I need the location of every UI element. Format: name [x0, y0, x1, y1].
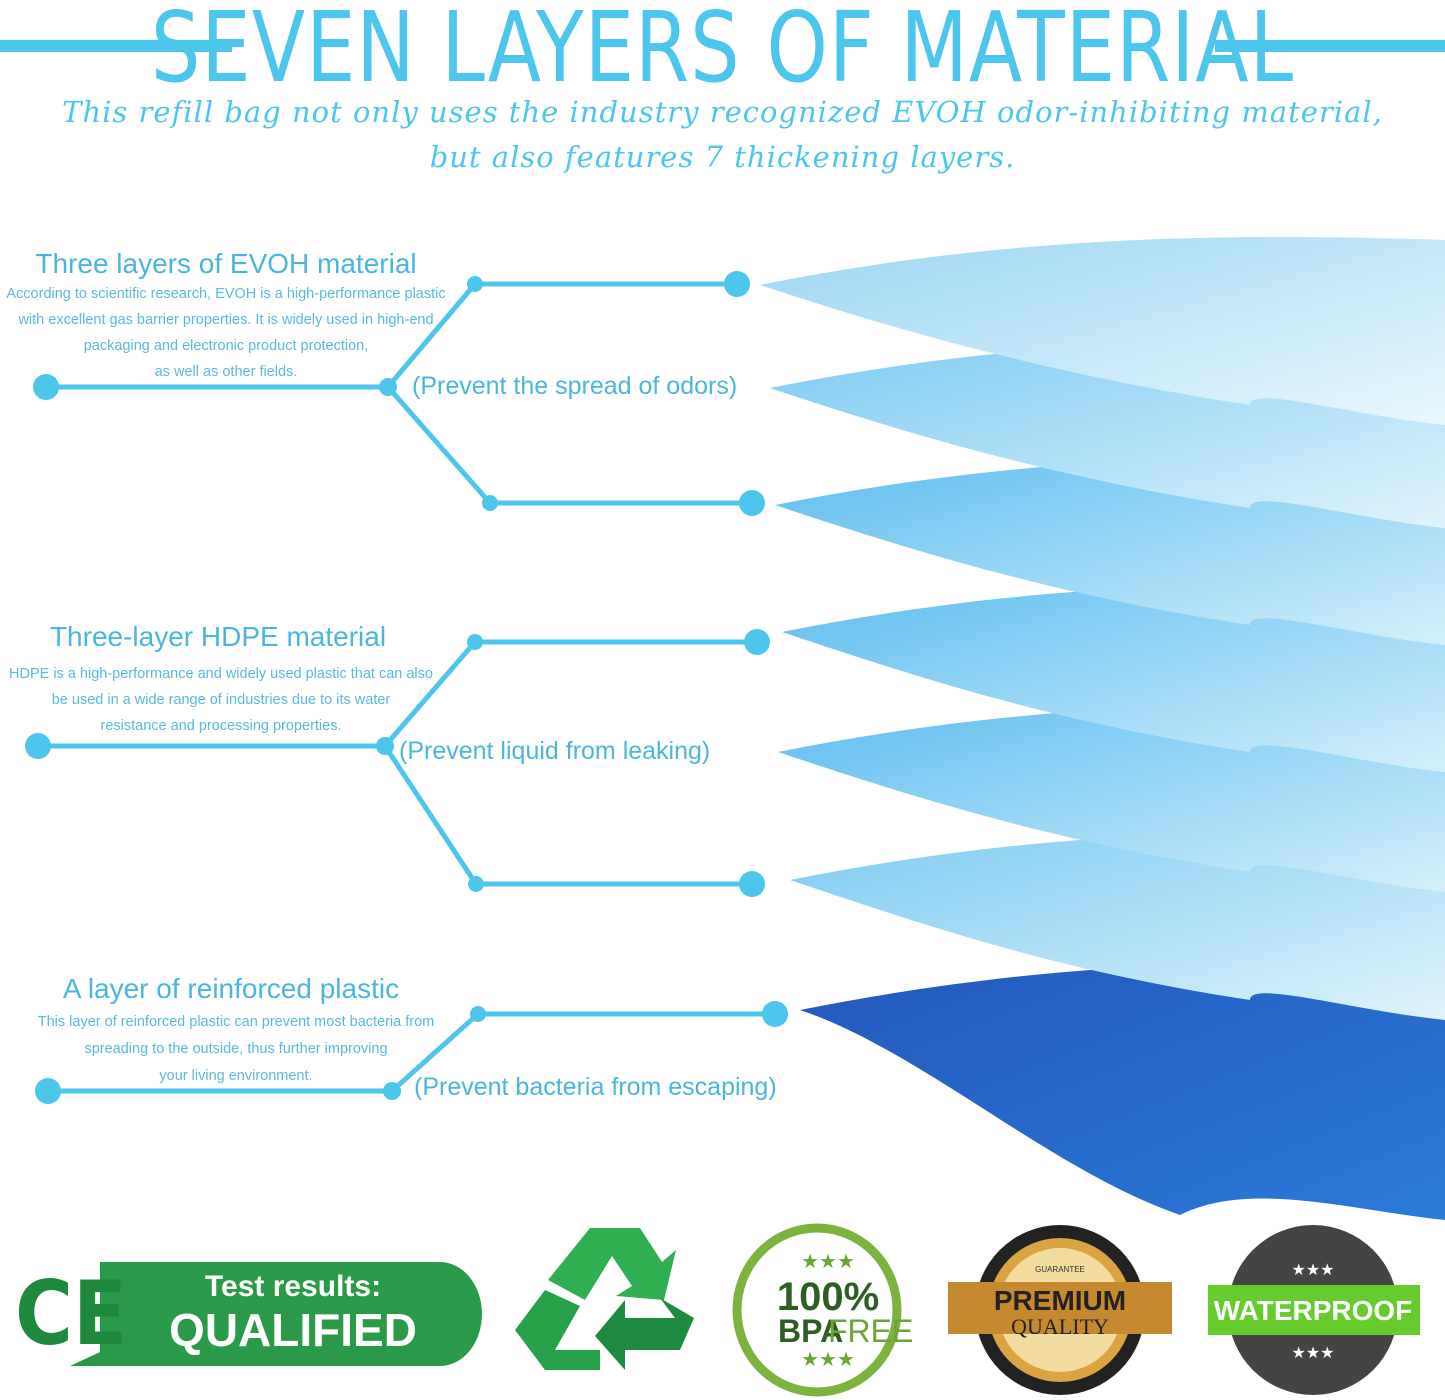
connector-dot [482, 495, 498, 511]
body-line: your living environment. [159, 1068, 313, 1084]
section-heading: Three-layer HDPE material [49, 621, 387, 652]
body-line: be used in a wide range of industries du… [51, 692, 391, 708]
material-layer [790, 832, 1445, 1020]
material-layer [760, 237, 1445, 425]
body-line: packaging and electronic product protect… [83, 338, 369, 354]
connector-dot [468, 876, 484, 892]
section-body: HDPE is a high-performance and widely us… [0, 661, 442, 739]
title-rule-right [1215, 40, 1445, 52]
benefit-label: (Prevent the spread of odors) [412, 372, 738, 400]
body-line: This layer of reinforced plastic can pre… [37, 1014, 435, 1030]
section-heading: A layer of reinforced plastic [62, 973, 400, 1004]
material-layer [775, 457, 1445, 645]
section-heading: Three layers of EVOH material [35, 248, 417, 279]
benefit-label: (Prevent bacteria from escaping) [414, 1073, 777, 1101]
body-line: spreading to the outside, thus further i… [84, 1041, 388, 1057]
connector-line [390, 1012, 480, 1093]
connector-dot [724, 271, 750, 297]
page-title: SEVEN LAYERS OF MATERIAL [150, 0, 1295, 105]
subtitle-line-2: but also features 7 thickening layers. [429, 140, 1016, 174]
connector-dot [33, 374, 59, 400]
section-body: According to scientific research, EVOH i… [0, 281, 452, 385]
subtitle-line-1: This refill bag not only uses the indust… [62, 95, 1383, 129]
benefit-label: (Prevent liquid from leaking) [399, 737, 711, 765]
connector-dot [25, 733, 51, 759]
title-rule-left [0, 40, 232, 52]
body-line: as well as other fields. [154, 364, 298, 380]
connector-line [386, 282, 477, 389]
section-body: This layer of reinforced plastic can pre… [0, 1009, 472, 1090]
material-layer [782, 584, 1445, 772]
connector-dot [467, 276, 483, 292]
material-layer [800, 962, 1445, 1220]
material-layer [778, 704, 1445, 892]
body-line: HDPE is a high-performance and widely us… [9, 666, 433, 682]
connector-line [386, 385, 492, 505]
body-line: According to scientific research, EVOH i… [6, 286, 446, 302]
connector-line [383, 640, 477, 748]
body-line: with excellent gas barrier properties. I… [18, 312, 434, 328]
connector-dot [744, 629, 770, 655]
connector-dot [762, 1001, 788, 1027]
connector-dot [739, 490, 765, 516]
body-line: resistance and processing properties. [100, 718, 342, 734]
connector-dot [739, 871, 765, 897]
connector-dot [467, 634, 483, 650]
connector-dot [35, 1078, 61, 1104]
connector-line [382, 744, 479, 886]
connector-dot [470, 1006, 486, 1022]
